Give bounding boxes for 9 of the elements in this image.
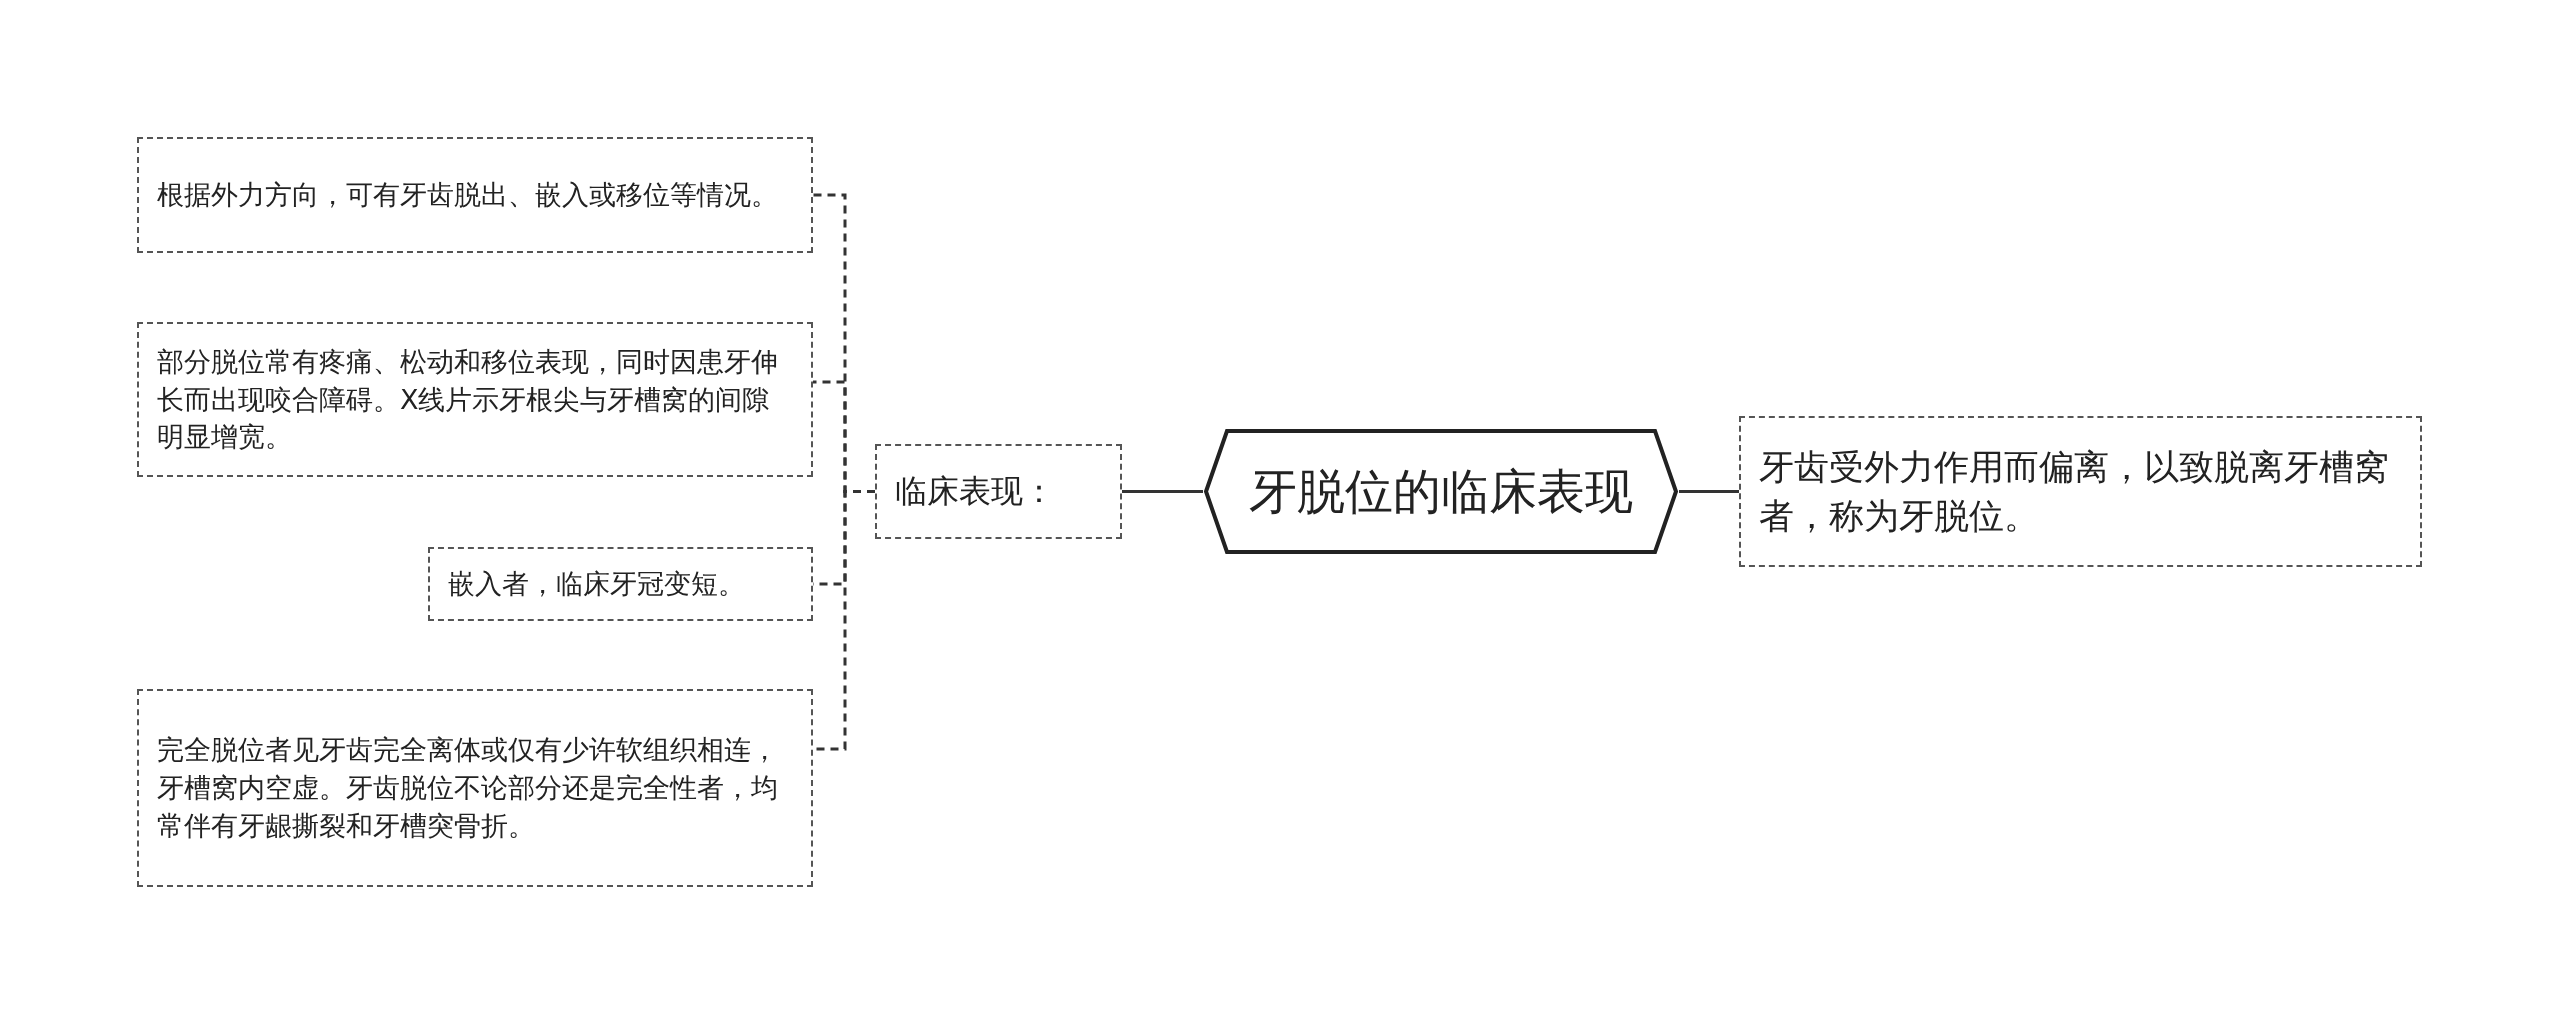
note-box: 部分脱位常有疼痛、松动和移位表现，同时因患牙伸长而出现咬合障碍。X线片示牙根尖与牙槽窝的间隙明显增宽。 <box>137 322 813 477</box>
note-box: 根据外力方向，可有牙齿脱出、嵌入或移位等情况。 <box>137 137 813 253</box>
branch-box: 临床表现： <box>875 444 1122 539</box>
topic-hexagon: 牙脱位的临床表现 <box>1203 428 1679 555</box>
connector-line <box>1122 490 1203 493</box>
connector-line <box>1679 490 1739 493</box>
note-box: 嵌入者，临床牙冠变短。 <box>428 547 813 621</box>
note-box: 完全脱位者见牙齿完全离体或仅有少许软组织相连，牙槽窝内空虚。牙齿脱位不论部分还是完全性者，均常伴有牙龈撕裂和牙槽突骨折。 <box>137 689 813 887</box>
note-box: 牙齿受外力作用而偏离，以致脱离牙槽窝者，称为牙脱位。 <box>1739 416 2422 567</box>
